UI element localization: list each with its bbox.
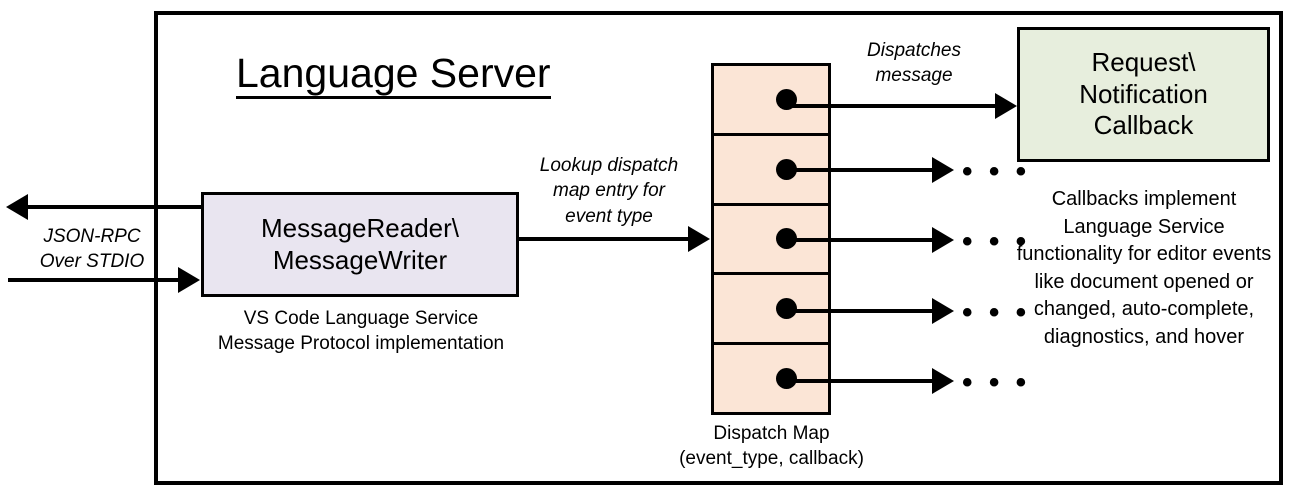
dispatch-edge-ellipsis-3: • • •	[962, 225, 1031, 258]
edge-label-jsonrpc: JSON-RPC Over STDIO	[39, 226, 145, 273]
request-notification-callback-node[interactable]: Request\ Notification Callback	[1017, 27, 1270, 162]
message-reader-writer-caption: VS Code Language Service Message Protoco…	[217, 308, 505, 355]
lookup-edge-arrowhead	[688, 226, 710, 252]
dispatch-edge-line-2	[780, 168, 935, 172]
dispatch-map-row[interactable]	[714, 345, 828, 412]
dispatch-map-row[interactable]	[714, 275, 828, 346]
dispatch-edge-ellipsis-2: • • •	[962, 155, 1031, 188]
dispatch-edge-ellipsis-5: • • •	[962, 366, 1031, 399]
dispatch-edge-arrowhead-4	[932, 298, 954, 324]
jsonrpc-outbound-arrowhead	[6, 194, 28, 220]
request-notification-callback-label: Request\ Notification Callback	[1079, 46, 1208, 141]
dispatch-edge-arrowhead-5	[932, 368, 954, 394]
dispatch-edge-ellipsis-4: • • •	[962, 296, 1031, 329]
edge-label-dispatches: Dispatches message	[867, 40, 961, 87]
dispatch-edge-arrowhead-2	[932, 157, 954, 183]
dispatch-edge-line-5	[780, 379, 935, 383]
message-reader-writer-label: MessageReader\ MessageWriter	[261, 212, 459, 275]
dispatch-edge-arrowhead-1	[995, 93, 1017, 119]
edge-label-lookup: Lookup dispatch map entry for event type	[539, 155, 679, 227]
dispatch-edge-line-3	[780, 238, 935, 242]
language-server-boundary	[154, 11, 1283, 485]
dispatch-edge-arrowhead-3	[932, 227, 954, 253]
jsonrpc-inbound-line	[8, 278, 183, 282]
jsonrpc-inbound-arrowhead	[178, 267, 200, 293]
dispatch-entry-dot-icon	[776, 298, 797, 320]
lookup-edge-line	[519, 237, 691, 241]
dispatch-edge-line-1	[780, 104, 998, 108]
message-reader-writer-node[interactable]: MessageReader\ MessageWriter	[201, 192, 519, 297]
callback-description-note: Callbacks implement Language Service fun…	[1016, 188, 1272, 348]
dispatch-map-row[interactable]	[714, 66, 828, 136]
dispatch-entry-dot-icon	[776, 368, 797, 390]
page-title: Language Server	[236, 51, 551, 100]
dispatch-edge-line-4	[780, 309, 935, 313]
dispatch-map-caption: Dispatch Map (event_type, callback)	[679, 423, 864, 470]
